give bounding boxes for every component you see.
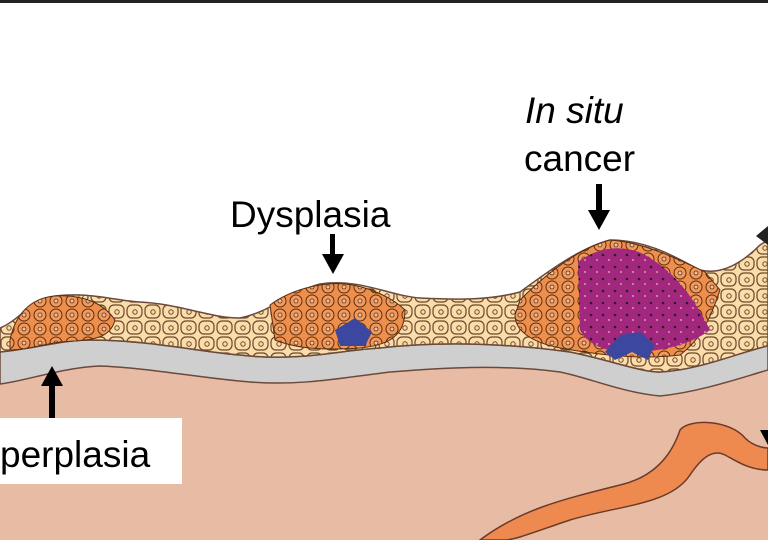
label-cancer: cancer xyxy=(524,138,636,179)
arrow-right-partial xyxy=(756,226,768,245)
label-in-situ: In situ xyxy=(525,90,624,131)
dysplasia-invasive-cells xyxy=(335,318,372,346)
arrow-dysplasia xyxy=(322,234,344,274)
arrow-vessel-partial xyxy=(760,430,768,445)
label-hyperplasia: perplasia xyxy=(0,434,151,475)
hyperplasia-label-box: perplasia xyxy=(0,418,182,484)
label-dysplasia: Dysplasia xyxy=(230,194,391,235)
top-border xyxy=(0,0,768,3)
arrow-in-situ xyxy=(588,184,610,230)
arrow-hyperplasia xyxy=(41,366,63,418)
cancer-cells xyxy=(578,248,710,352)
hyperplasia-cells xyxy=(9,295,116,351)
invasive-cells xyxy=(605,332,655,360)
